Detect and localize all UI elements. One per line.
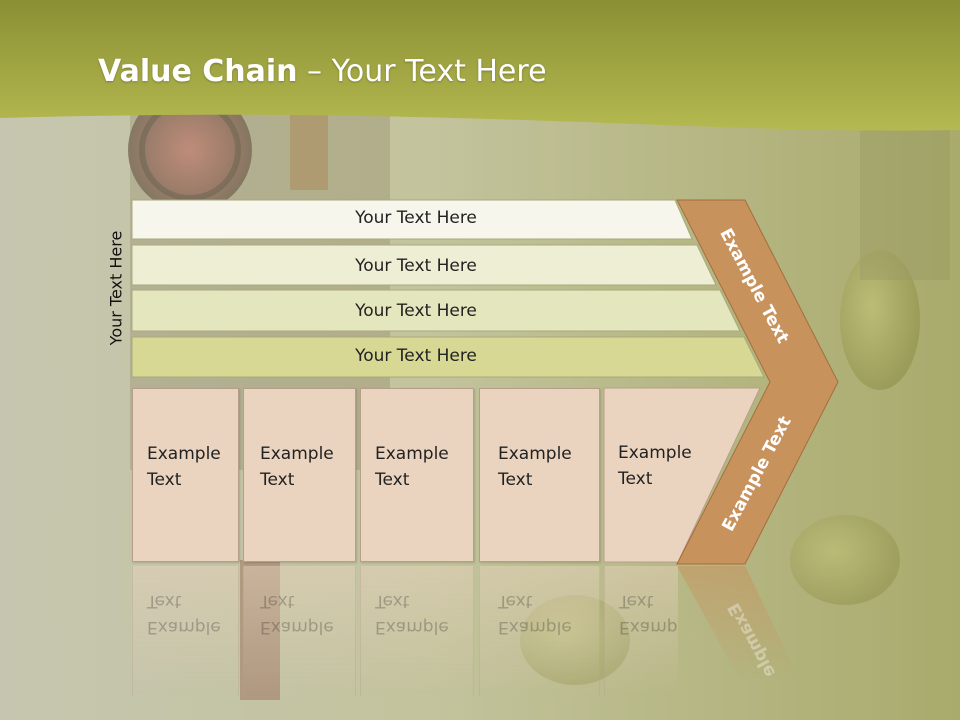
support-row-shape (131, 244, 717, 286)
support-row-shape (131, 336, 765, 378)
support-row-label: Your Text Here (355, 301, 477, 321)
header-band (0, 0, 960, 131)
primary-box-line2: Text (260, 470, 295, 490)
support-row-label: Your Text Here (355, 256, 477, 276)
support-row-label: Your Text Here (355, 346, 477, 366)
title-rest: – Your Text Here (297, 54, 547, 89)
primary-box-line1: Example (375, 444, 449, 464)
primary-box-line2: Text (375, 470, 410, 490)
primary-box-line2: Text (618, 469, 653, 489)
primary-box-line1: Example (260, 444, 334, 464)
slide-title: Value Chain – Your Text Here (98, 54, 547, 89)
primary-box-line2: Text (498, 470, 533, 490)
support-row-shape (131, 199, 693, 240)
primary-box-line1: Example (498, 444, 572, 464)
primary-box-line2: Text (147, 470, 182, 490)
title-bold: Value Chain (98, 54, 298, 89)
primary-box-line1: Example (618, 443, 692, 463)
primary-box-line1: Example (147, 444, 221, 464)
margin-chevron (676, 199, 839, 565)
support-row-label: Your Text Here (355, 208, 477, 228)
support-row-shape (131, 289, 741, 332)
margin-chevron-reflection (677, 566, 800, 680)
